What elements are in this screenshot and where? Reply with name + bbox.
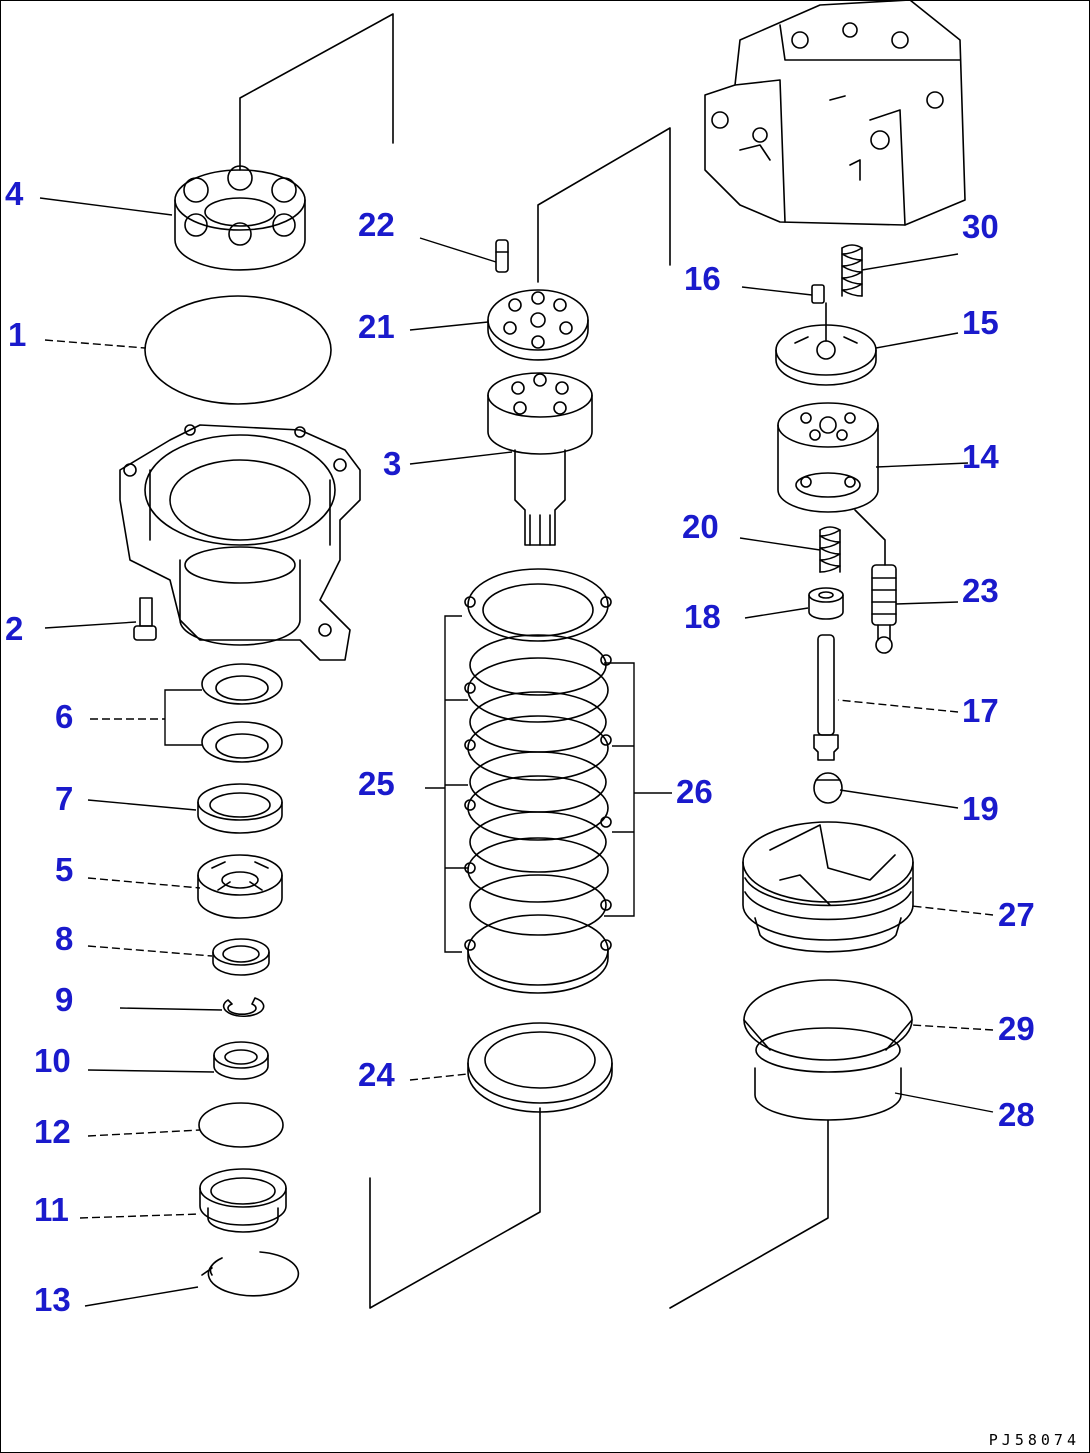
- callout-21: 21: [358, 308, 395, 345]
- callout-15: 15: [962, 304, 999, 341]
- part-11-plug: [199, 1168, 287, 1233]
- leaders-right: [739, 253, 994, 1113]
- part-15-valve-plate: [775, 302, 877, 386]
- housing-casting: [119, 424, 361, 661]
- callout-23: 23: [962, 572, 999, 609]
- part-27-cover: [742, 821, 914, 953]
- part-20-spring: [819, 526, 841, 573]
- callout-4: 4: [5, 175, 24, 212]
- callout-3: 3: [383, 445, 402, 482]
- assembly-guide-line-right-bottom: [669, 1119, 829, 1309]
- assembly-guide-line-center-top: [537, 127, 671, 283]
- callout-29: 29: [998, 1010, 1035, 1047]
- callout-1: 1: [8, 316, 27, 353]
- part-13-retaining-ring: [201, 1251, 300, 1297]
- drawing-code: PJ58074: [988, 1431, 1080, 1449]
- callout-5: 5: [55, 851, 74, 888]
- part-23-piston: [854, 509, 897, 654]
- callout-30: 30: [962, 208, 999, 245]
- callout-12: 12: [34, 1113, 71, 1150]
- callout-2: 2: [5, 610, 24, 647]
- part-28-ring: [754, 1067, 902, 1121]
- callout-22: 22: [358, 206, 395, 243]
- part-30-spring: [841, 244, 863, 297]
- callout-17: 17: [962, 692, 999, 729]
- part-1-o-ring: [144, 295, 332, 405]
- part-18-nut: [808, 587, 844, 620]
- leaders-left: [39, 197, 223, 1307]
- callout-18: 18: [684, 598, 721, 635]
- part-14-cylinder-block: [777, 402, 879, 513]
- callout-13: 13: [34, 1281, 71, 1318]
- part-7-ring: [197, 783, 283, 834]
- callout-28: 28: [998, 1096, 1035, 1133]
- part-4-bearing: [174, 165, 306, 271]
- part-5-bearing: [197, 854, 283, 919]
- part-22-pin: [495, 239, 509, 273]
- callout-9: 9: [55, 981, 74, 1018]
- callout-24: 24: [358, 1056, 395, 1093]
- callout-10: 10: [34, 1042, 71, 1079]
- leaders-center: [409, 237, 672, 1081]
- callout-27: 27: [998, 896, 1035, 933]
- part-24-ring: [467, 1022, 613, 1113]
- part-17-spool: [813, 634, 839, 761]
- part-19-ball: [813, 772, 843, 804]
- assembly-guide-line-left: [239, 13, 394, 171]
- part-12-plate: [198, 1102, 284, 1148]
- callout-6: 6: [55, 698, 74, 735]
- part-25-26-disc-stack: [464, 568, 612, 994]
- callout-8: 8: [55, 920, 74, 957]
- callout-7: 7: [55, 780, 74, 817]
- callout-25: 25: [358, 765, 395, 802]
- callout-14: 14: [962, 438, 999, 475]
- callout-19: 19: [962, 790, 999, 827]
- part-29-seal-ring: [743, 979, 913, 1073]
- part-6-seals: [201, 663, 283, 763]
- part-9-snap-ring: [222, 997, 265, 1018]
- part-10-collar: [213, 1041, 269, 1080]
- callout-11: 11: [34, 1191, 69, 1228]
- callout-26: 26: [676, 773, 713, 810]
- part-21-valve-plate: [487, 289, 589, 361]
- assembly-guide-line-center-bottom: [369, 1107, 541, 1309]
- callout-20: 20: [682, 508, 719, 545]
- part-8-washer: [212, 938, 270, 976]
- motor-case: [704, 0, 966, 226]
- part-3-shaft: [487, 372, 593, 546]
- part-16-pin: [811, 284, 825, 304]
- callout-16: 16: [684, 260, 721, 297]
- part-2-bolt: [133, 597, 157, 641]
